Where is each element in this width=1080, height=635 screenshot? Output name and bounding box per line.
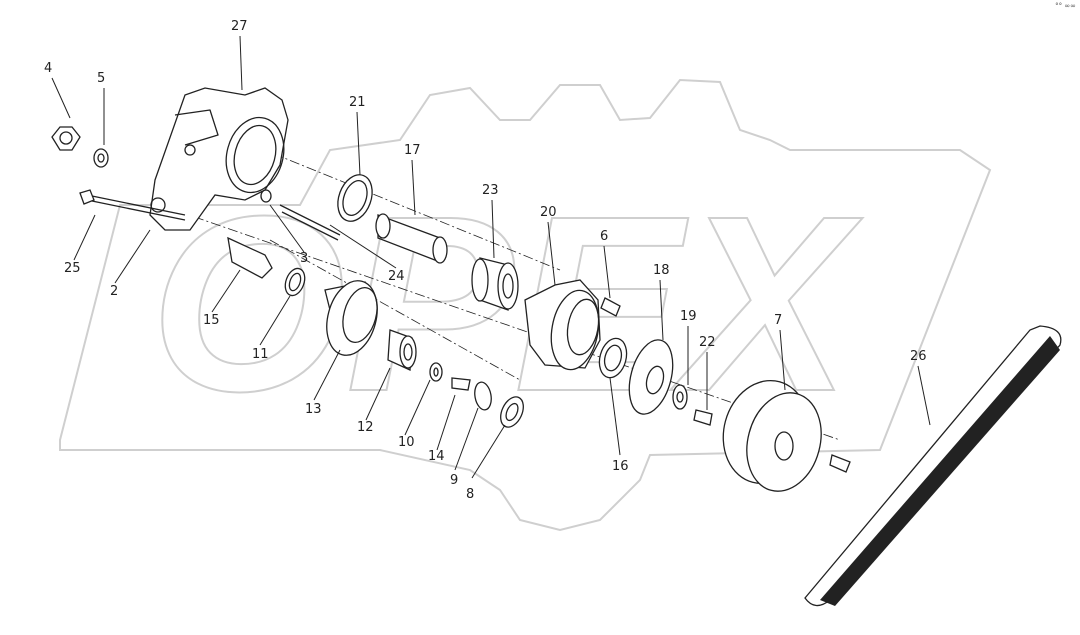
part-bolt-25 bbox=[79, 189, 186, 221]
part-washer-10 bbox=[429, 362, 443, 382]
callout-7: 7 bbox=[774, 313, 782, 328]
callout-13: 13 bbox=[305, 402, 322, 417]
part-seal-8 bbox=[500, 396, 524, 428]
part-housing-27 bbox=[149, 87, 289, 231]
callout-18: 18 bbox=[653, 263, 670, 278]
callout-5: 5 bbox=[97, 71, 105, 86]
part-bolt-14 bbox=[451, 377, 471, 391]
part-pulley-7 bbox=[722, 379, 822, 492]
callout-27: 27 bbox=[231, 19, 248, 34]
callout-26: 26 bbox=[910, 349, 927, 364]
part-spacer-19 bbox=[672, 384, 688, 410]
part-washer-5 bbox=[93, 148, 109, 168]
part-flange-18 bbox=[628, 339, 674, 415]
callouts: 4 5 27 21 17 23 20 6 18 19 22 7 26 25 2 … bbox=[44, 19, 927, 502]
part-bolt-7b bbox=[829, 454, 851, 473]
part-bushing-12 bbox=[387, 329, 417, 371]
part-oring-9 bbox=[474, 381, 492, 411]
callout-9: 9 bbox=[450, 473, 458, 488]
callout-16: 16 bbox=[612, 459, 629, 474]
corner-mark: °° ∞∞ bbox=[1055, 2, 1076, 10]
parts bbox=[51, 87, 1062, 607]
part-shaft-15 bbox=[227, 236, 273, 279]
callout-24: 24 bbox=[388, 269, 405, 284]
part-ring-21 bbox=[337, 174, 373, 222]
part-ring-11 bbox=[284, 267, 306, 297]
callout-20: 20 bbox=[540, 205, 557, 220]
part-shaft-17 bbox=[375, 213, 448, 264]
assembly-axes bbox=[159, 139, 841, 441]
callout-19: 19 bbox=[680, 309, 697, 324]
callout-14: 14 bbox=[428, 449, 445, 464]
callout-6: 6 bbox=[600, 229, 608, 244]
callout-23: 23 bbox=[482, 183, 499, 198]
callout-17: 17 bbox=[404, 143, 421, 158]
callout-22: 22 bbox=[699, 335, 716, 350]
part-ring-16 bbox=[598, 337, 628, 379]
callout-11: 11 bbox=[252, 347, 269, 362]
part-stud-3 bbox=[260, 189, 341, 241]
part-pulley-13 bbox=[324, 280, 378, 356]
part-bolt-22 bbox=[693, 409, 713, 426]
part-belt-26 bbox=[804, 325, 1062, 607]
watermark-gear bbox=[59, 78, 992, 532]
part-bearing-23 bbox=[471, 257, 519, 311]
callout-25: 25 bbox=[64, 261, 81, 276]
callout-21: 21 bbox=[349, 95, 366, 110]
callout-8: 8 bbox=[466, 487, 474, 502]
callout-10: 10 bbox=[398, 435, 415, 450]
callout-4: 4 bbox=[44, 61, 52, 76]
callout-3: 3 bbox=[300, 251, 308, 266]
callout-2: 2 bbox=[110, 284, 118, 299]
part-bolt-6 bbox=[600, 297, 621, 317]
part-nut-4 bbox=[51, 126, 81, 151]
callout-15: 15 bbox=[203, 313, 220, 328]
part-housing-20 bbox=[524, 279, 601, 371]
callout-12: 12 bbox=[357, 420, 374, 435]
leader-lines bbox=[51, 35, 931, 479]
